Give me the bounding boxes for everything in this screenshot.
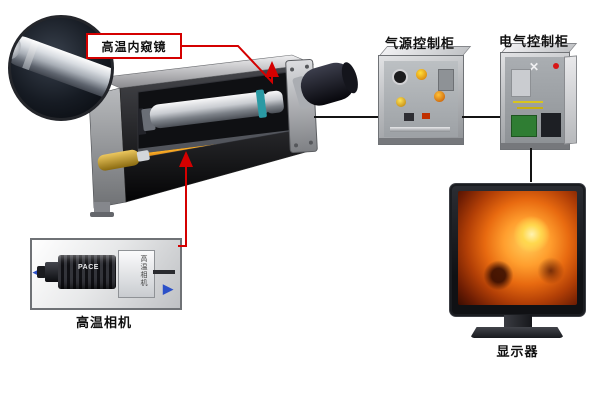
pcb-board <box>511 115 537 137</box>
valve-knob <box>422 113 430 119</box>
fan-icon: ✕ <box>529 60 540 74</box>
camera-photo: ◀ PACE 高温相机 ▶ <box>30 238 182 310</box>
regulator-knob-icon <box>416 69 427 80</box>
drive-motor <box>97 149 150 171</box>
endoscope-label: 高温内窥镜 <box>86 33 182 59</box>
endoscope-tip-photo <box>8 15 114 121</box>
air-cabinet-body <box>378 55 464 145</box>
housing-foot <box>94 202 110 213</box>
air-pipe <box>390 127 450 132</box>
camera-mount-text: 高温相机 <box>140 255 147 287</box>
electrical-cabinet-interior: ✕ <box>505 57 565 143</box>
red-button-icon <box>553 63 559 69</box>
electrical-control-cabinet: ✕ <box>500 43 578 150</box>
camera-lens <box>45 262 60 282</box>
electrical-cabinet-base <box>501 143 569 149</box>
housing-foot-base <box>90 212 114 217</box>
regulator-knob-icon <box>434 91 445 102</box>
air-control-cabinet <box>378 46 472 145</box>
camera-body <box>58 255 116 289</box>
air-cabinet-interior <box>384 61 458 137</box>
camera-body-text: PACE <box>78 264 99 271</box>
insertion-tube <box>292 62 358 109</box>
internal-camera-block <box>138 108 147 138</box>
monitor-neck <box>504 315 532 328</box>
slide-rail-shadow <box>138 129 296 156</box>
internal-barrel-end <box>264 90 284 114</box>
monitor <box>449 183 586 355</box>
monitor-stand-base <box>470 327 564 338</box>
electrical-cabinet-label: 电气控制柜 <box>498 34 569 49</box>
wire <box>513 101 543 103</box>
filter-unit <box>438 69 454 91</box>
electrical-cabinet-body: ✕ <box>500 52 570 150</box>
camera-label: 高温相机 <box>75 315 132 330</box>
valve-block <box>404 113 414 121</box>
camera-mount <box>118 250 155 298</box>
air-cabinet-base <box>379 138 463 144</box>
power-supply-unit <box>511 69 531 97</box>
housing-box <box>88 54 358 217</box>
regulator-knob-icon <box>396 97 406 107</box>
internal-teal-ring <box>255 89 267 118</box>
pressure-gauge-icon <box>392 69 408 85</box>
internal-lens-barrel <box>149 91 270 129</box>
cabinet-door-open <box>564 55 577 145</box>
camera-lens-tip <box>37 266 46 278</box>
monitor-label: 显示器 <box>496 344 539 359</box>
relay-box <box>541 113 561 137</box>
monitor-screen-furnace-image <box>458 191 577 305</box>
blue-arrow-right-icon: ▶ <box>163 281 173 296</box>
camera-cable <box>153 270 175 274</box>
air-cabinet-label: 气源控制柜 <box>384 36 455 51</box>
wire <box>517 107 543 109</box>
endoscope-label-text: 高温内窥镜 <box>101 39 167 54</box>
